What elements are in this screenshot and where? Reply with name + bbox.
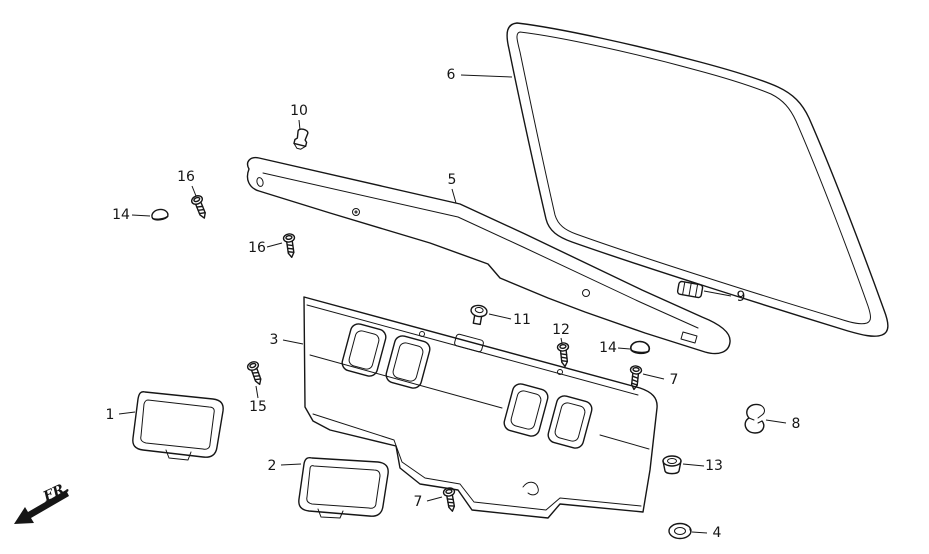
part-label-11: 11 bbox=[513, 312, 531, 328]
leader-line-7 bbox=[426, 496, 443, 502]
part-label-16: 16 bbox=[177, 169, 195, 185]
leader-line-13 bbox=[682, 463, 705, 467]
leader-line-16 bbox=[191, 185, 197, 197]
part-label-12: 12 bbox=[552, 322, 570, 338]
part-label-3: 3 bbox=[270, 332, 279, 348]
fr-arrow-icon bbox=[14, 490, 69, 524]
leader-line-5 bbox=[451, 188, 457, 204]
part-label-4: 4 bbox=[713, 525, 722, 541]
part-label-1: 1 bbox=[106, 407, 115, 423]
leader-line-11 bbox=[488, 313, 512, 320]
part-6-weatherstrip bbox=[506, 22, 889, 337]
part-label-2: 2 bbox=[268, 458, 277, 474]
part-1-side-panel bbox=[132, 391, 224, 461]
part-label-15: 15 bbox=[249, 399, 267, 415]
grommet-4 bbox=[668, 522, 692, 540]
part-label-7: 7 bbox=[670, 372, 679, 388]
clip-14-right bbox=[629, 340, 651, 355]
leader-line-15 bbox=[255, 385, 259, 399]
screw-16-lower bbox=[282, 232, 298, 259]
leader-line-14 bbox=[131, 214, 151, 217]
leader-line-3 bbox=[282, 339, 304, 345]
part-label-16: 16 bbox=[248, 240, 266, 256]
leader-line-2 bbox=[280, 463, 302, 466]
leader-line-8 bbox=[765, 419, 787, 424]
pin-11 bbox=[470, 304, 488, 326]
part-label-14: 14 bbox=[599, 340, 617, 356]
grommet-13 bbox=[662, 455, 682, 475]
clip-slot bbox=[454, 333, 484, 353]
leader-line-6 bbox=[460, 74, 513, 78]
part-label-14: 14 bbox=[112, 207, 130, 223]
clip-9 bbox=[676, 280, 704, 299]
part-label-9: 9 bbox=[737, 289, 746, 305]
leader-line-12 bbox=[560, 337, 563, 344]
leader-line-9 bbox=[703, 290, 732, 297]
leader-line-1 bbox=[118, 411, 136, 415]
part-label-13: 13 bbox=[705, 458, 723, 474]
vent-openings-right bbox=[503, 383, 593, 449]
part-label-8: 8 bbox=[792, 416, 801, 432]
part-label-10: 10 bbox=[290, 103, 308, 119]
clip-10 bbox=[293, 128, 309, 150]
part-label-6: 6 bbox=[447, 67, 456, 83]
part-label-7: 7 bbox=[414, 494, 423, 510]
leader-line-10 bbox=[298, 119, 301, 131]
part-3-lower-lining-panel bbox=[303, 296, 658, 519]
screw-15 bbox=[245, 359, 266, 387]
screw-12 bbox=[556, 341, 572, 368]
clip-14-left bbox=[150, 207, 170, 222]
clip-8 bbox=[744, 403, 765, 434]
leader-line-14 bbox=[617, 347, 631, 350]
callout-layer: 6 10 16 14 16 5 9 11 12 14 3 7 15 1 8 13 2 7 4 bbox=[106, 67, 801, 541]
leader-line-4 bbox=[691, 531, 708, 534]
screw-16-upper bbox=[189, 193, 211, 221]
screw-7-bottom bbox=[442, 486, 459, 513]
part-5-upper-garnish bbox=[246, 156, 731, 355]
vent-openings-left bbox=[341, 323, 431, 389]
fr-direction-indicator: FR. bbox=[14, 480, 72, 524]
fasteners bbox=[150, 128, 765, 540]
leader-line-16 bbox=[266, 242, 283, 248]
part-label-5: 5 bbox=[448, 172, 457, 188]
part-2-side-panel bbox=[298, 456, 389, 519]
leader-line-7 bbox=[642, 373, 665, 380]
